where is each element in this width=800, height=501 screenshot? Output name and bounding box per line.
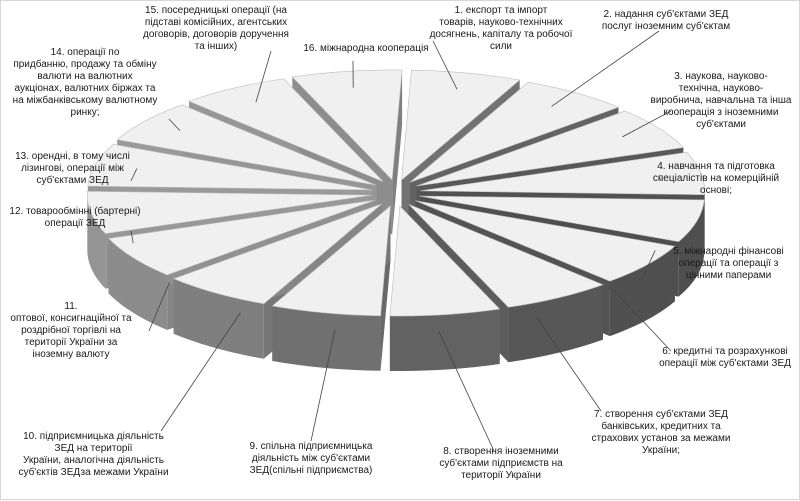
slice-label-3: 3. наукова, науково- технічна, науково- … xyxy=(641,71,800,131)
slice-label-16: 16. міжнародна кооперація xyxy=(286,43,446,55)
slice-label-5: 5. міжнародні фінансові операції та опер… xyxy=(661,246,796,282)
slice-label-13: 13. орендні, в тому числі лізингові, опе… xyxy=(5,151,140,187)
slice-label-14: 14. операції по придбанню, продажу та об… xyxy=(5,47,165,119)
slice-label-15: 15. посередницькі операції (на підставі … xyxy=(136,5,296,53)
slice-label-2: 2. надання суб'єктами ЗЕД послуг іноземн… xyxy=(591,9,741,33)
slice-label-12: 12. товарообмінні (бартерні) операції ЗЕ… xyxy=(5,206,145,230)
slice-label-8: 8. створення іноземними суб'єктами підпр… xyxy=(426,446,576,482)
slice-outer-wall xyxy=(390,309,500,371)
slice-label-11: 11. оптової, консигнаційної та роздрібно… xyxy=(6,301,136,361)
slice-label-10: 10. підприємницька діяльність ЗЕД на тер… xyxy=(11,431,176,479)
slice-label-4: 4. навчання та підготовка спеціалістів н… xyxy=(641,161,791,197)
slice-label-6: 6. кредитні та розрахункові операції між… xyxy=(651,346,799,370)
slice-label-7: 7. створення суб'єктами ЗЕД банківських,… xyxy=(581,409,741,457)
slice-label-9: 9. спільна підприємницька діяльність між… xyxy=(246,441,376,477)
